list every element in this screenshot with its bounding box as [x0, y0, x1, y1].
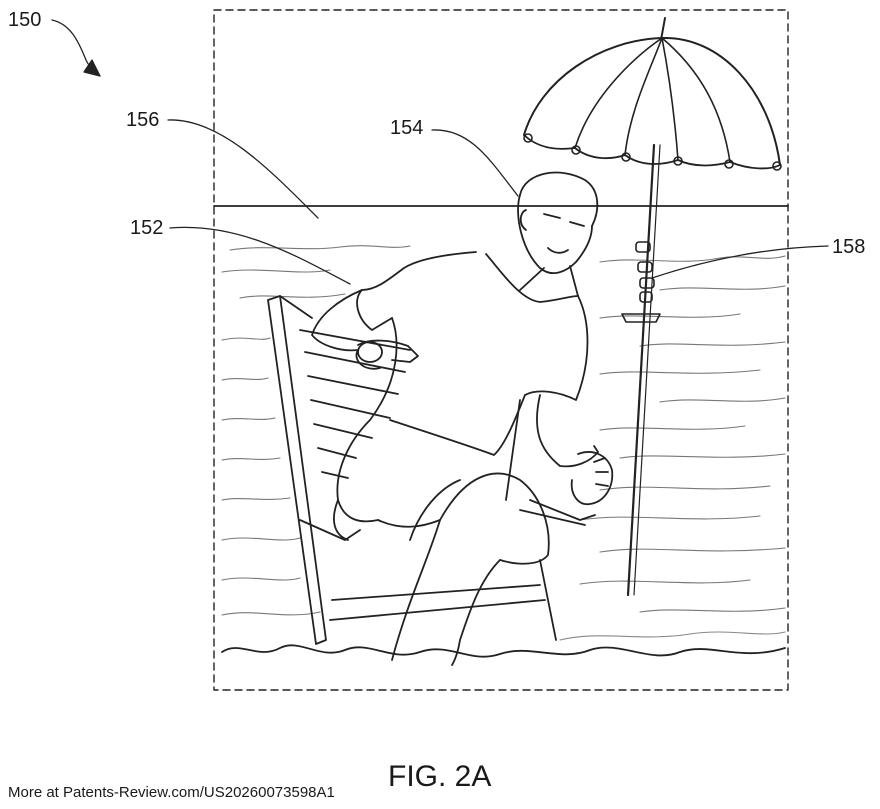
leader-158 [651, 245, 829, 279]
ref-label-150: 150 [8, 9, 42, 31]
source-footer: More at Patents-Review.com/US20260073598… [8, 784, 335, 801]
ref-label-152: 152 [130, 217, 164, 239]
leader-152 [169, 226, 351, 285]
figure-caption: FIG. 2A [388, 760, 492, 793]
umbrella [523, 17, 782, 597]
arrowhead-150 [83, 59, 101, 77]
leader-154 [431, 129, 519, 197]
ocean-waves [221, 245, 786, 616]
shoreline [221, 644, 786, 658]
leader-156 [167, 119, 319, 219]
ref-label-154: 154 [390, 117, 424, 139]
beach-chair [267, 295, 596, 645]
shore-ripples [559, 631, 786, 641]
person [311, 171, 614, 666]
image-frame [213, 9, 789, 691]
ref-label-158: 158 [832, 236, 866, 258]
pole-mounted-device [621, 241, 661, 323]
ref-label-156: 156 [126, 109, 160, 131]
reference-leader-lines [51, 19, 829, 285]
